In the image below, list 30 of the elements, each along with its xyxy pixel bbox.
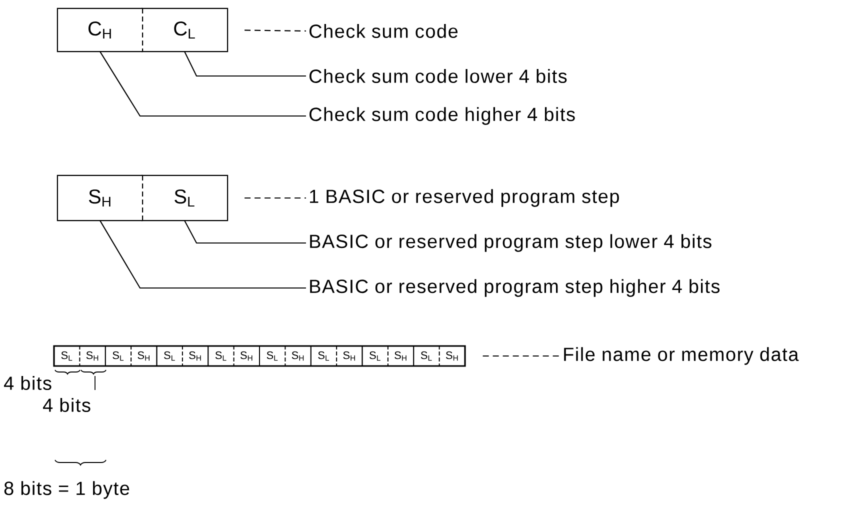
description-text: BASIC or reserved program step higher 4 bits	[310, 279, 720, 297]
dashed-line	[244, 30, 306, 32]
byte-cell: S$_{L}$ S$_{H}$	[156, 345, 209, 367]
cell: C$_{L}$	[141, 8, 228, 52]
byte-cell: S$_{L}$ S$_{H}$	[362, 345, 414, 367]
leader-line	[184, 220, 306, 244]
byte-cell: S$_{L}$ S$_{H}$	[54, 345, 106, 367]
description-text: Check sum code lower 4 bits	[310, 69, 567, 83]
description-text: Check sum code higher 4 bits	[310, 107, 575, 125]
description-text: File name or memory data	[564, 347, 799, 365]
description-text: Check sum code	[310, 24, 458, 38]
cell: S$_{L}$	[141, 174, 228, 222]
byte-cell: S$_{L}$ S$_{H}$	[310, 345, 363, 367]
dashed-line	[244, 197, 306, 199]
byte-cell: S$_{L}$ S$_{H}$	[104, 345, 158, 367]
leader-line	[184, 51, 306, 77]
byte-cell: S$_{L}$ S$_{H}$	[413, 345, 466, 367]
dimension-label: 4 bits	[43, 398, 90, 412]
description-text: BASIC or reserved program step lower 4 bits	[310, 234, 712, 252]
data-strip	[53, 345, 466, 367]
dashed-line	[482, 355, 560, 357]
dimension-label: 4 bits	[4, 376, 52, 390]
dimension-label: 8 bits = 1 byte	[4, 481, 130, 499]
leader-line	[100, 51, 306, 117]
cell: S$_{H}$	[56, 174, 144, 222]
cell: C$_{H}$	[56, 8, 144, 52]
byte-cell: S$_{L}$ S$_{H}$	[208, 345, 260, 367]
description-text: 1 BASIC or reserved program step	[310, 189, 619, 207]
byte-cell: S$_{L}$ S$_{H}$	[259, 345, 312, 367]
leader-line	[100, 220, 306, 289]
